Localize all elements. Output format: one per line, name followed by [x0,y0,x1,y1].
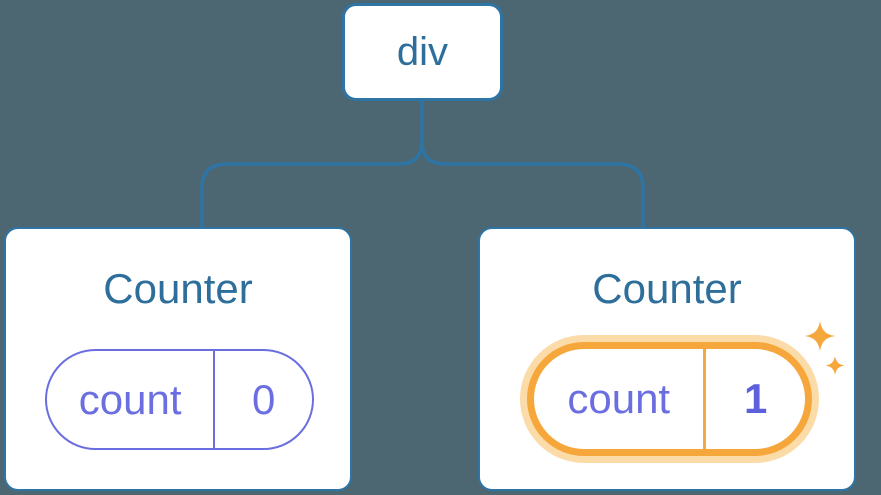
sparkles-icon [805,321,845,375]
state-value: 1 [703,349,805,449]
state-key-label: count [78,375,182,423]
component-title: Counter [103,265,253,312]
state-pill-highlighted: count 1 [527,342,812,456]
connector-right-branch [420,139,645,228]
counter-card-left: Counter count 0 [4,227,352,491]
state-value: 0 [213,351,312,448]
state-key-label: count [567,375,671,422]
component-title: Counter [592,265,742,312]
root-node-div: div [342,3,503,101]
root-node-label: div [396,29,449,74]
state-pill: count 0 [45,349,314,450]
counter-card-right: Counter count 1 [478,227,856,491]
connector-left-branch [200,99,424,228]
